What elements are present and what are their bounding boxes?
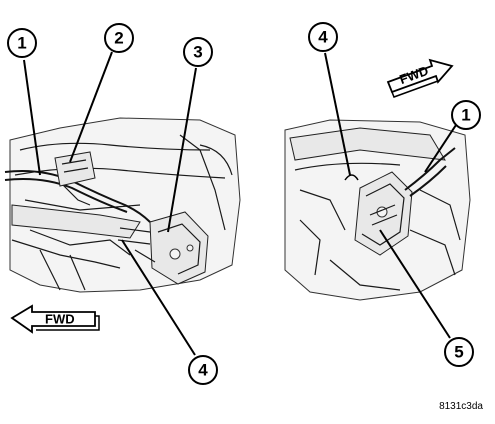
- right-illustration: [284, 119, 471, 301]
- fwd-label-left: FWD: [45, 312, 75, 327]
- left-callout-4-label: 4: [198, 361, 208, 380]
- right-callout-1-label: 1: [461, 106, 470, 125]
- right-callout-4: 4: [308, 22, 351, 176]
- left-callout-3-label: 3: [193, 43, 202, 62]
- fwd-arrow-right: FWD: [386, 58, 454, 98]
- left-callout-3: 3: [167, 37, 213, 233]
- right-callout-5-label: 5: [454, 343, 463, 362]
- fwd-arrow-left: FWD: [10, 304, 100, 334]
- right-callout-4-label: 4: [318, 28, 328, 47]
- left-callout-2: 2: [69, 23, 134, 163]
- left-callout-4: 4: [121, 239, 218, 385]
- left-callout-1-label: 1: [17, 34, 26, 53]
- left-callout-2-label: 2: [114, 29, 123, 48]
- right-callout-5: 5: [379, 229, 474, 367]
- left-illustration: [4, 117, 241, 293]
- figure-id: 8131c3da: [439, 401, 483, 412]
- right-callout-1: 1: [424, 100, 481, 173]
- left-callout-1: 1: [7, 28, 41, 176]
